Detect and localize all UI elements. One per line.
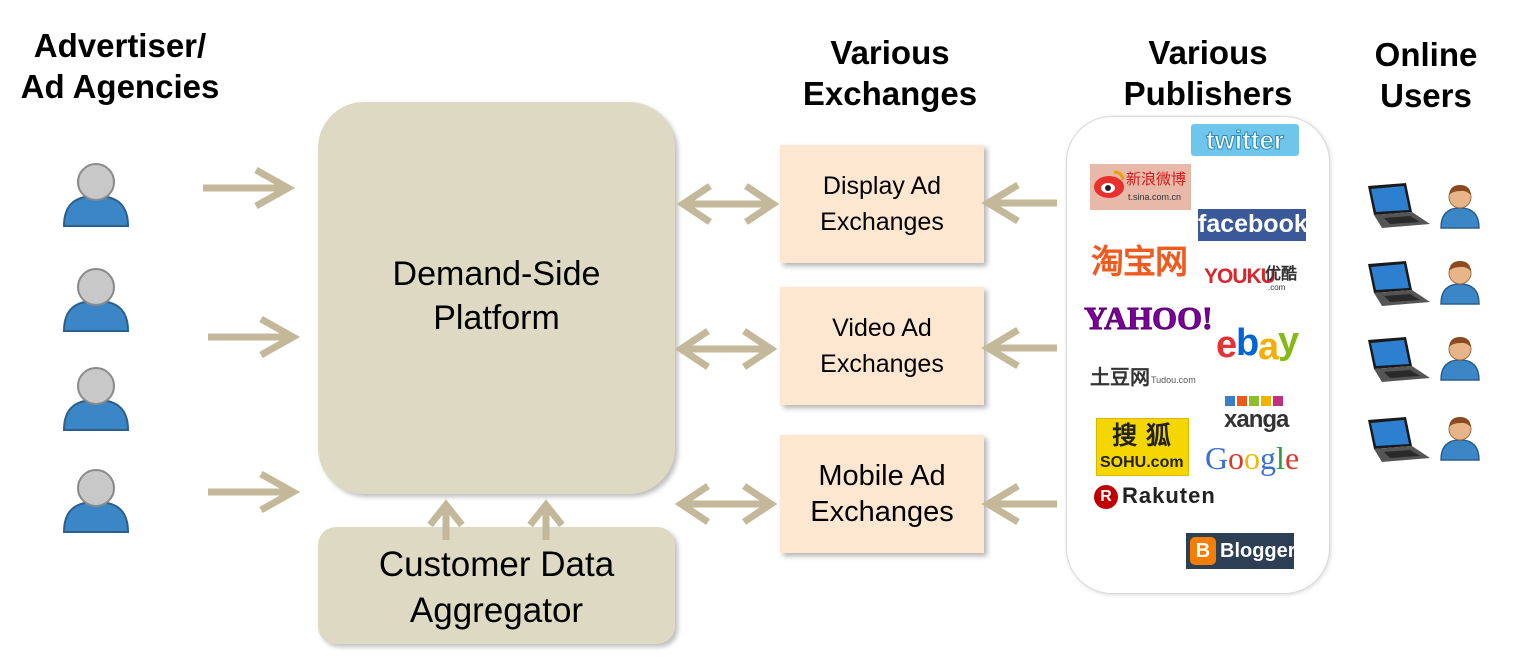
customer-data-aggregator-box <box>318 527 675 644</box>
video-ad-exchanges-box: Video Ad Exchanges <box>780 287 984 405</box>
rakuten-circle-letter: R <box>1100 488 1112 505</box>
exchanges-heading: Various Exchanges <box>802 34 978 112</box>
arrow-advertiser-3 <box>208 470 301 514</box>
blogger-b-icon <box>1190 537 1216 565</box>
arrow-dsp-display <box>676 183 780 225</box>
twitter-logo <box>1191 124 1299 156</box>
publishers-heading: Various Publishers <box>1123 34 1293 112</box>
person-icon <box>62 268 130 332</box>
yahoo-logo: YAHOO! <box>1084 300 1214 336</box>
facebook-logo <box>1198 209 1306 241</box>
tudou-logo: 土豆网 <box>1090 365 1150 389</box>
ebay-logo: e b a y <box>1216 322 1306 368</box>
arrow-publishers-mobile <box>981 482 1057 526</box>
arrow-aggregator-2 <box>527 499 565 540</box>
ebay-letter-b: b <box>1236 322 1260 364</box>
sina-weibo-subtext: t.sina.com.cn <box>1128 192 1182 202</box>
xanga-squares-icon <box>1225 396 1283 406</box>
sohu-logo-text: SOHU.com <box>1100 454 1184 471</box>
demand-side-platform-label: Demand-Side Platform <box>392 255 601 337</box>
ebay-letter-a: a <box>1258 326 1280 368</box>
demand-side-platform-box <box>318 102 675 494</box>
laptop-icon <box>1368 261 1430 306</box>
person-icon <box>62 367 130 431</box>
blogger-logo-text: Blogger <box>1220 540 1296 562</box>
ebay-letter-e: e <box>1216 324 1237 366</box>
person-icon <box>1440 185 1480 229</box>
laptop-icon <box>1368 337 1430 382</box>
ebay-letter-y: y <box>1278 320 1300 362</box>
blogger-b-letter: B <box>1195 540 1211 562</box>
laptop-icon <box>1368 417 1430 462</box>
person-icon <box>1440 261 1480 305</box>
laptop-icon <box>1368 183 1430 228</box>
youku-logo-cn: 优酷 <box>1265 264 1298 283</box>
sina-eye-icon <box>1094 170 1125 198</box>
mobile-ad-exchanges-box: Mobile Ad Exchanges <box>780 435 984 553</box>
google-letter-o1: o <box>1228 440 1244 476</box>
xanga-logo: xanga <box>1224 406 1289 433</box>
sohu-logo-cn: 搜 狐 <box>1112 421 1171 450</box>
google-letter-e: e <box>1285 440 1300 476</box>
google-letter-l: l <box>1276 440 1285 476</box>
google-letter-o2: o <box>1244 440 1260 476</box>
taobao-logo: 淘宝网 <box>1091 242 1188 281</box>
arrow-aggregator-1 <box>427 499 465 540</box>
arrow-dsp-video <box>674 328 778 370</box>
youku-logo: YOUKU <box>1204 265 1276 288</box>
advertisers-heading: Advertiser/ Ad Agencies <box>20 27 220 105</box>
display-ad-exchanges-box: Display Ad Exchanges <box>780 145 984 263</box>
facebook-logo-text: facebook <box>1198 210 1308 238</box>
google-letter-g: g <box>1260 440 1276 476</box>
youku-logo-com: .com <box>1268 283 1286 292</box>
arrow-publishers-display <box>981 181 1057 225</box>
customer-data-aggregator-label: Customer Data Aggregator <box>378 545 615 630</box>
twitter-logo-text: twitter <box>1206 125 1285 155</box>
tudou-logo-sub: Tudou.com <box>1151 375 1196 385</box>
person-icon <box>1440 337 1480 381</box>
sina-weibo-text: 新浪微博 <box>1126 170 1187 188</box>
sohu-logo <box>1096 418 1189 476</box>
person-icon <box>62 469 130 533</box>
arrow-advertiser-1 <box>203 166 296 210</box>
arrow-publishers-video <box>981 326 1057 370</box>
arrow-advertiser-2 <box>208 315 301 359</box>
google-logo: G o o g l e <box>1205 440 1305 480</box>
users-heading: Online Users <box>1374 36 1478 114</box>
rakuten-circle-icon <box>1094 485 1118 509</box>
rakuten-logo: Rakuten <box>1122 483 1216 508</box>
person-icon <box>1440 417 1480 461</box>
person-icon <box>62 163 130 227</box>
arrow-dsp-mobile <box>674 483 778 525</box>
google-letter-G: G <box>1205 440 1229 476</box>
